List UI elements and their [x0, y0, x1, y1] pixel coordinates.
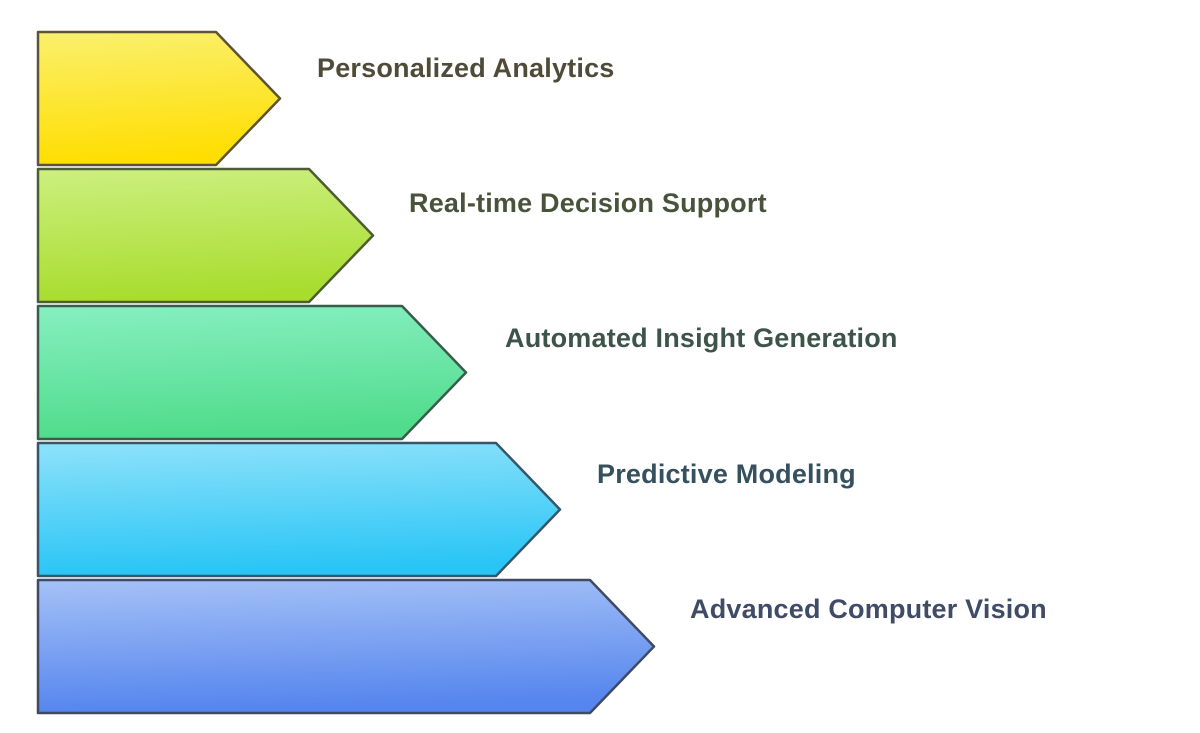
step-arrow-0: [36, 30, 282, 167]
step-label-advanced-computer-vision: Advanced Computer Vision: [690, 594, 1047, 624]
step-arrow-3: [36, 441, 562, 578]
step-arrow-4: [36, 578, 656, 715]
step-label-automated-insight-generation: Automated Insight Generation: [505, 323, 898, 353]
step-label-real-time-decision-support: Real-time Decision Support: [409, 188, 767, 218]
step-arrow-2: [36, 304, 468, 441]
step-label-personalized-analytics: Personalized Analytics: [317, 53, 615, 83]
step-arrow-1: [36, 167, 375, 304]
step-label-predictive-modeling: Predictive Modeling: [597, 459, 856, 489]
